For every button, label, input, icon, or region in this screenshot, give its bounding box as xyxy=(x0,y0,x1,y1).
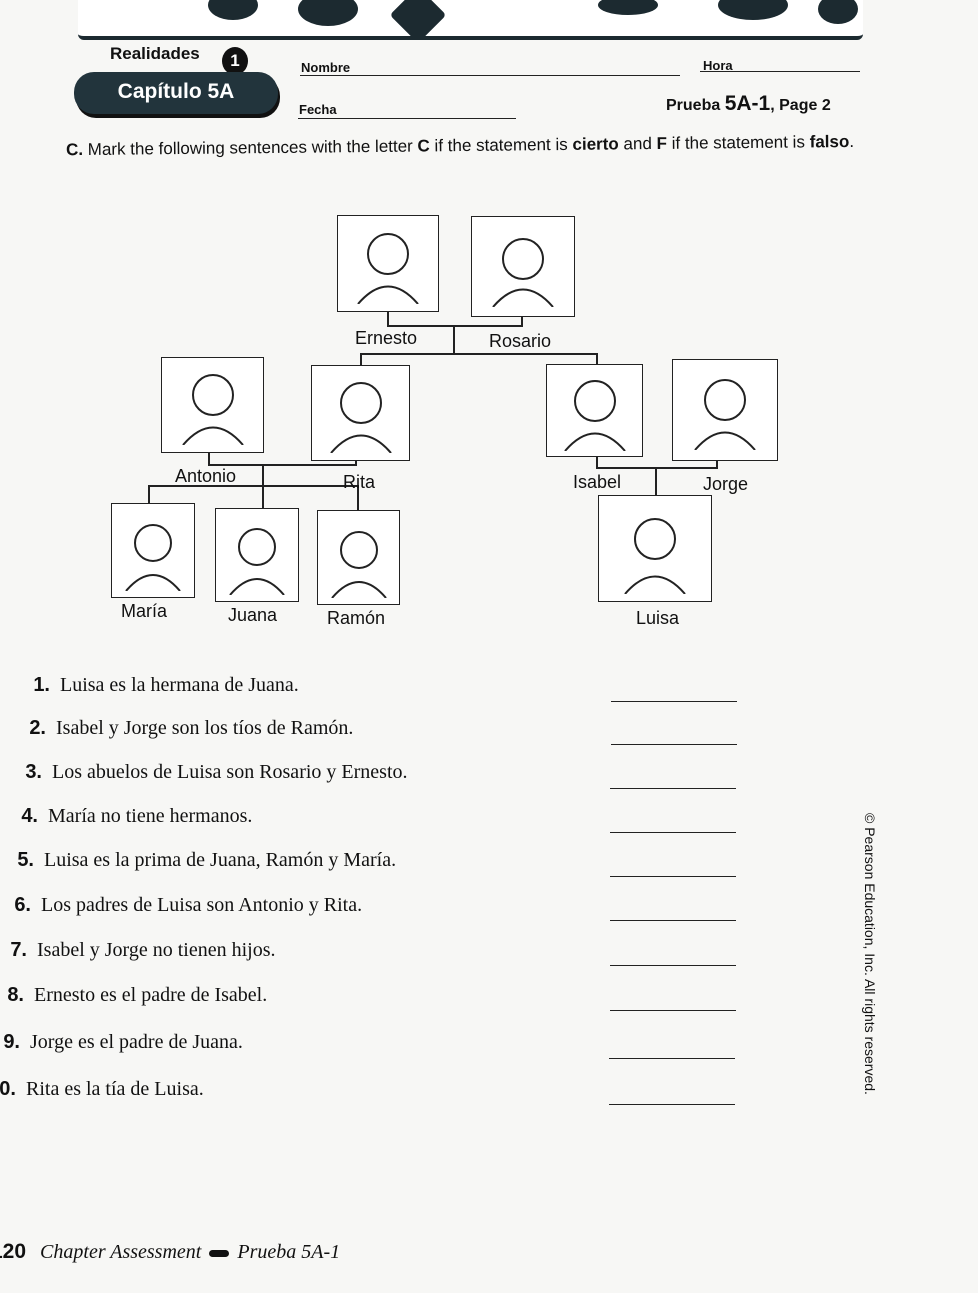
series-title: Realidades xyxy=(110,44,200,63)
person-icon xyxy=(492,237,554,307)
portrait-jorge xyxy=(672,359,778,461)
question-item: 4.María no tiene hermanos. xyxy=(21,805,253,827)
name-ramon: Ramón xyxy=(327,608,386,628)
name-antonio: Antonio xyxy=(175,466,237,486)
copyright: © Pearson Education, Inc. All rights res… xyxy=(862,813,878,1095)
person-icon xyxy=(694,379,756,450)
answer-field-5[interactable] xyxy=(610,857,736,877)
question-item: 10.Rita es la tía de Luisa. xyxy=(0,1078,204,1100)
question-item: 6.Los padres de Luisa son Antonio y Rita… xyxy=(14,894,363,916)
person-icon xyxy=(624,517,686,594)
instructions: C. Mark the following sentences with the… xyxy=(65,131,855,160)
name-jorge: Jorge xyxy=(703,474,749,494)
hora-field[interactable] xyxy=(700,54,860,72)
answer-field-8[interactable] xyxy=(610,991,736,1011)
answer-field-7[interactable] xyxy=(610,946,736,966)
question-item: 3.Los abuelos de Luisa son Rosario y Ern… xyxy=(25,761,408,783)
answer-field-2[interactable] xyxy=(611,725,737,745)
answer-field-4[interactable] xyxy=(610,813,736,833)
portrait-rosario xyxy=(471,216,575,317)
answer-field-6[interactable] xyxy=(610,901,736,921)
question-item: 7.Isabel y Jorge no tienen hijos. xyxy=(10,939,276,961)
name-maria: María xyxy=(121,601,168,621)
name-luisa: Luisa xyxy=(636,608,680,628)
nombre-field[interactable] xyxy=(300,58,680,76)
person-icon xyxy=(357,232,419,304)
question-item: 8.Ernesto es el padre de Isabel. xyxy=(7,984,268,1006)
test-title: Prueba 5A-1, Page 2 xyxy=(666,92,831,115)
person-icon xyxy=(181,374,244,445)
question-item: 2.Isabel y Jorge son los tíos de Ramón. xyxy=(29,717,354,739)
person-icon xyxy=(229,528,285,595)
name-rosario: Rosario xyxy=(489,331,552,351)
person-icon xyxy=(329,382,392,453)
question-item: 1.Luisa es la hermana de Juana. xyxy=(33,674,299,696)
decorative-banner xyxy=(78,0,863,40)
portrait-antonio xyxy=(161,357,264,453)
question-item: 9.Jorge es el padre de Juana. xyxy=(3,1031,243,1053)
name-isabel: Isabel xyxy=(573,472,622,492)
answer-field-10[interactable] xyxy=(609,1085,735,1105)
chapter-badge: Capítulo 5A xyxy=(74,72,278,114)
question-item: 5.Luisa es la prima de Juana, Ramón y Ma… xyxy=(17,849,397,871)
name-juana: Juana xyxy=(228,605,278,625)
portrait-ramon xyxy=(317,510,400,605)
person-icon xyxy=(125,523,181,591)
name-rita: Rita xyxy=(343,472,376,492)
answer-field-1[interactable] xyxy=(611,682,737,702)
fecha-field[interactable] xyxy=(298,100,516,119)
level-badge: 1 xyxy=(222,47,248,75)
portrait-juana xyxy=(215,508,299,602)
answer-field-3[interactable] xyxy=(610,769,736,789)
portrait-rita xyxy=(311,365,410,461)
portrait-isabel xyxy=(546,364,643,457)
person-icon xyxy=(330,530,387,598)
portrait-maria xyxy=(111,503,195,598)
portrait-luisa xyxy=(598,495,712,602)
name-ernesto: Ernesto xyxy=(355,328,418,348)
answer-field-9[interactable] xyxy=(609,1039,735,1059)
portrait-ernesto xyxy=(337,215,439,312)
person-icon xyxy=(563,379,626,451)
